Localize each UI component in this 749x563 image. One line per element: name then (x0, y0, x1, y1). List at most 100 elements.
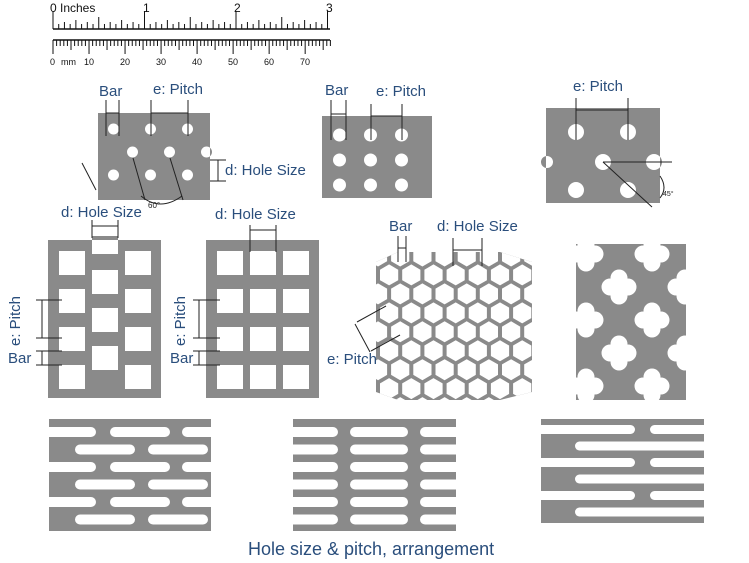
hexagon-hole (446, 264, 465, 286)
hexagon-hole (524, 283, 532, 305)
ruler-mm-50: 50 (228, 57, 239, 67)
hexagon-hole (413, 359, 432, 381)
hexagon-hole (435, 252, 454, 267)
slot-hole (280, 427, 338, 437)
slot-hole (650, 458, 720, 467)
p1-hole-size-label: d: Hole Size (225, 162, 306, 179)
slot-hole (40, 427, 96, 437)
slot-hole (182, 427, 242, 437)
hexagon-hole (391, 359, 410, 381)
hexagon-hole (457, 283, 476, 305)
p4-hole-size-label: d: Hole Size (61, 204, 142, 221)
square-hole-staggered-plate (48, 236, 161, 398)
hexagon-hole (380, 302, 399, 324)
p1-bar-label: Bar (99, 83, 123, 100)
slot-straight-panel (280, 419, 478, 531)
slot-hole (530, 425, 635, 434)
hexagon-hole (424, 340, 443, 362)
hexagon-hole (535, 378, 553, 399)
ruler-inch-3: 3 (326, 1, 333, 15)
cloverleaf-hole (667, 269, 703, 305)
hexagon-hole (479, 283, 498, 305)
ruler-mm-0: 0 (50, 57, 56, 67)
round-hole-60-panel: 60° (81, 100, 226, 210)
hexagon-hole (502, 252, 521, 267)
slot-hole (420, 427, 478, 437)
hexagon-hole (435, 283, 454, 305)
slot-hole (420, 497, 478, 507)
hexagon-hole (402, 378, 421, 400)
ruler-mm-60: 60 (264, 57, 275, 67)
slot-hole (350, 444, 408, 455)
hexagon-hole (413, 283, 432, 305)
cloverleaf-hole (601, 335, 637, 371)
slot-hole (110, 462, 170, 472)
slot-hole (182, 497, 242, 507)
slot-hole (280, 462, 338, 472)
slot-straight-holes (280, 427, 478, 525)
hexagon-hole (524, 359, 532, 381)
p6-hole-size-label: d: Hole Size (437, 218, 518, 235)
slot-hole (575, 507, 725, 517)
hexagon-hole (391, 283, 410, 305)
p4-bar-label: Bar (8, 350, 32, 367)
hexagon-hole (380, 264, 399, 286)
square-hole-staggered-panel (36, 220, 161, 398)
cloverleaf-hole (634, 302, 670, 338)
hexagon-hole (468, 378, 487, 400)
hexagon-hole (413, 252, 432, 267)
ruler-inch-unit: Inches (60, 1, 96, 15)
hexagon-hole (479, 397, 498, 400)
hexagon-hole (490, 302, 510, 324)
hexagon-hole (535, 302, 553, 323)
p6-pitch-label: e: Pitch (327, 351, 378, 368)
hexagon-hole (380, 378, 399, 400)
slot-staggered-panel (40, 419, 242, 531)
cloverleaf-holes (568, 236, 703, 404)
hexagon-hole (558, 340, 576, 361)
square-hole-straight-dimensions (193, 225, 277, 366)
hexagon-hole (502, 283, 521, 305)
hexagon-hole (424, 302, 443, 324)
hexagon-hole (402, 264, 421, 286)
ruler-inch-1: 1 (143, 1, 150, 15)
p1-pitch-label: e: Pitch (153, 81, 204, 98)
p5-pitch-label: e: Pitch (172, 295, 189, 346)
hexagon-hole (502, 321, 521, 343)
hexagon-hole (535, 264, 553, 285)
hexagon-hole (513, 416, 531, 437)
slot-hole (110, 427, 170, 437)
round-hole-60-dimensions (81, 100, 226, 205)
measuring-ruler (52, 11, 331, 54)
hexagon-holes (376, 252, 576, 437)
inch-ticks (52, 11, 328, 29)
slot-hole (75, 444, 135, 455)
hexagon-hole (513, 264, 532, 286)
hexagon-hole (435, 359, 454, 381)
ruler-mm-40: 40 (192, 57, 203, 67)
hexagon-hole (502, 359, 521, 381)
hexagon-hole (513, 340, 532, 362)
cloverleaf-hole (667, 335, 703, 371)
slot-hole (148, 514, 208, 525)
mm-ticks (52, 40, 331, 54)
hexagon-hole (524, 397, 532, 400)
slot-hole (420, 479, 478, 490)
slot-hole (350, 514, 408, 525)
hexagon-hole (524, 321, 532, 343)
slot-long-panel (530, 419, 725, 523)
slot-hole (530, 458, 635, 467)
ruler-mm-10: 10 (84, 57, 95, 67)
hexagon-hole (424, 378, 443, 400)
hexagon-hole (490, 378, 510, 400)
hexagon-dimensions (354, 236, 483, 353)
p6-bar-label: Bar (389, 218, 413, 235)
hexagon-hole (376, 359, 388, 381)
hexagon-hole (376, 397, 388, 400)
hexagon-hole (457, 397, 476, 400)
square-hole-staggered-dimensions (36, 220, 119, 366)
slot-hole (110, 497, 170, 507)
hexagon-hole (446, 340, 465, 362)
hexagon-hole-panel (354, 236, 576, 437)
slot-hole (280, 479, 338, 490)
